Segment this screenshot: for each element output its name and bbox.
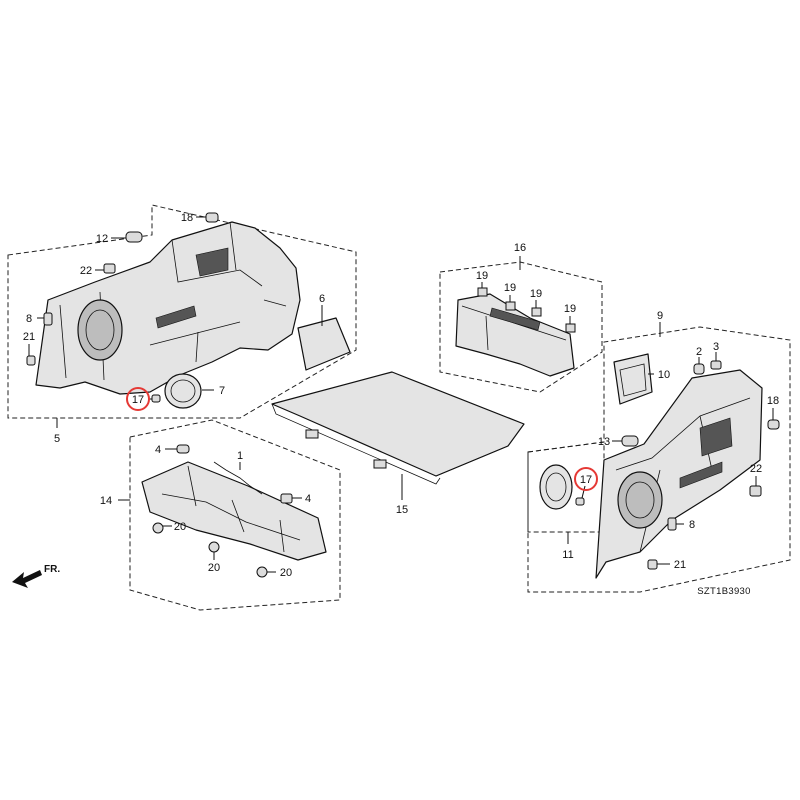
group-box-left [7, 204, 357, 419]
left-clip-22 [103, 263, 116, 274]
callout-19-c: 19 [530, 288, 542, 300]
group-box-right [527, 326, 791, 593]
leader-lines [28, 216, 774, 573]
left-clip-8 [43, 312, 53, 326]
callout-22-right: 22 [750, 463, 762, 475]
left-speaker-opening [77, 299, 123, 361]
callout-6: 6 [319, 293, 325, 305]
group-box-speaker-right [527, 441, 605, 533]
callout-21-right: 21 [674, 559, 686, 571]
callout-18-left: 18 [181, 212, 193, 224]
callout-15: 15 [396, 504, 408, 516]
trim-clip-4a [176, 444, 190, 454]
side-panel-6 [297, 317, 351, 371]
right-clip-21 [647, 559, 658, 570]
front-direction-arrow-icon [12, 570, 42, 588]
luggage-trim-panel [141, 461, 327, 561]
callout-20-a: 20 [174, 521, 186, 533]
right-speaker-opening [617, 471, 663, 529]
trim-clip-4b [280, 493, 293, 504]
callout-8-left: 8 [26, 313, 32, 325]
callout-14: 14 [100, 495, 112, 507]
left-clip-17 [151, 394, 161, 403]
callout-19-a: 19 [476, 270, 488, 282]
group-box-trim-panel [129, 419, 341, 611]
trim-clip-20b [208, 541, 220, 553]
left-clip-21 [26, 355, 36, 366]
callout-5: 5 [54, 433, 60, 445]
right-clip-8 [667, 517, 677, 531]
cargo-cover [271, 371, 525, 485]
trim-clip-20c [256, 566, 268, 578]
callout-20-c: 20 [280, 567, 292, 579]
callout-7: 7 [219, 385, 225, 397]
callout-19-b: 19 [504, 282, 516, 294]
callout-11: 11 [562, 549, 573, 561]
callout-13: 13 [598, 436, 610, 448]
callout-8-right: 8 [689, 519, 695, 531]
harness-1 [213, 461, 263, 495]
callout-4-lower: 4 [305, 493, 311, 505]
right-clip-2 [693, 363, 705, 375]
callout-3: 3 [713, 341, 719, 353]
right-clip-18 [767, 419, 780, 430]
left-side-trim [35, 221, 301, 395]
callout-20-b: 20 [208, 562, 220, 574]
callout-19-d: 19 [564, 303, 576, 315]
side-panel-10 [613, 353, 653, 405]
right-clip-13 [621, 435, 639, 447]
trim-clip-20a [152, 522, 164, 534]
front-direction-label: FR. [44, 564, 60, 575]
left-speaker-grille [164, 373, 202, 409]
callout-9: 9 [657, 310, 663, 322]
callout-21-left: 21 [23, 331, 35, 343]
callout-4-upper: 4 [155, 444, 161, 456]
diagram-code: SZT1B3930 [697, 586, 750, 597]
left-clip-12 [125, 231, 143, 243]
callout-18-right: 18 [767, 395, 779, 407]
callout-22-left: 22 [80, 265, 92, 277]
callout-12: 12 [96, 233, 108, 245]
right-side-trim [595, 369, 763, 579]
callout-17-right: 17 [580, 474, 592, 486]
highlight-ring-17-left [126, 387, 150, 411]
callout-17-left: 17 [132, 394, 144, 406]
callout-1: 1 [237, 450, 243, 462]
right-clip-3 [710, 360, 722, 370]
callout-10: 10 [658, 369, 670, 381]
callout-16: 16 [514, 242, 526, 254]
right-clip-22 [749, 485, 762, 497]
right-speaker-grille [539, 464, 573, 510]
left-clip-18 [205, 212, 219, 223]
right-clip-17 [575, 497, 585, 506]
callout-2: 2 [696, 346, 702, 358]
upper-cover [455, 287, 576, 377]
highlight-ring-17-right [574, 467, 598, 491]
